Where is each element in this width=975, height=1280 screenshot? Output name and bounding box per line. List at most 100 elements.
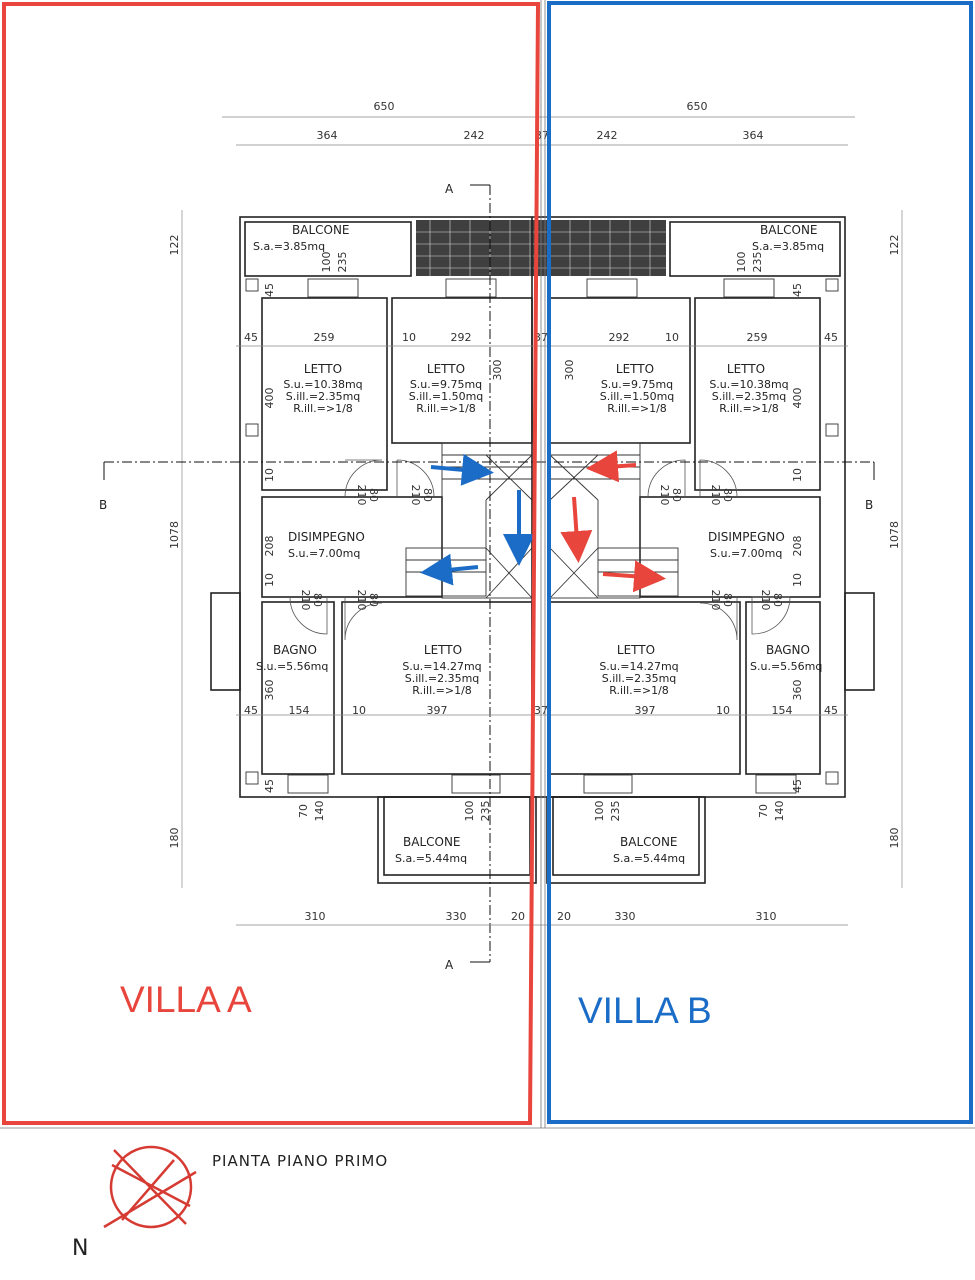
dim-100-b: 100 [735,252,748,273]
dim-235-d: 235 [609,801,622,822]
room-letto-3-a-name: LETTO [424,643,462,657]
dim-140-a: 140 [313,801,326,822]
dim-right-180: 180 [888,828,901,849]
room-letto-2-b-su: S.u.=9.75mq [601,378,673,391]
dim-bottom-310-a: 310 [305,910,326,923]
dim-10-e: 10 [263,468,276,482]
dim-100-a: 100 [320,252,333,273]
villa-a-label: VILLA A [120,979,252,1020]
room-balcone-top-b-area: S.a.=3.85mq [752,240,824,253]
dim-210-b: 210 [409,485,422,506]
dim-45-bl: 45 [244,704,258,717]
room-bagno-b-name: BAGNO [766,643,810,657]
dim-208-a: 208 [263,536,276,557]
villa-b-boundary [547,1,973,1124]
dim-top-364-b: 364 [743,129,764,142]
room-letto-1-a-name: LETTO [304,362,342,376]
dim-140-b: 140 [773,801,786,822]
room-balcone-top-b-name: BALCONE [760,223,818,237]
room-balcone-bottom-b-name: BALCONE [620,835,678,849]
dim-45-tl: 45 [244,331,258,344]
dim-400-a: 400 [263,388,276,409]
side-dimensions: 122 1078 180 122 1078 180 [168,210,903,888]
bottom-dimensions: 310 330 20 20 330 310 [236,910,848,926]
dim-45-tr: 45 [824,331,838,344]
dim-top-242-b: 242 [597,129,618,142]
red-arrow-2 [560,496,593,563]
room-letto-2-a-sill: S.ill.=1.50mq [409,390,484,403]
room-letto-1-b-sill: S.ill.=2.35mq [712,390,787,403]
dim-80-e: 80 [311,593,324,607]
dim-bottom-20-a: 20 [511,910,525,923]
dim-292-a: 292 [451,331,472,344]
section-a-top-label: A [445,182,454,196]
room-letto-2-a-rill: R.ill.=>1/8 [416,402,476,415]
dim-360-b: 360 [791,680,804,701]
dim-10-a: 10 [402,331,416,344]
dim-397-a: 397 [427,704,448,717]
room-letto-1-a-rill: R.ill.=>1/8 [293,402,353,415]
dim-45-br: 45 [824,704,838,717]
dim-10-b: 10 [665,331,679,344]
dim-259-b: 259 [747,331,768,344]
dim-left-180: 180 [168,828,181,849]
room-disimpegno-b-su: S.u.=7.00mq [710,547,782,560]
room-balcone-bottom-a-name: BALCONE [403,835,461,849]
room-balcone-top-a-area: S.a.=3.85mq [253,240,325,253]
dim-80-c: 80 [670,488,683,502]
room-letto-2-a-name: LETTO [427,362,465,376]
room-letto-3-a-rill: R.ill.=>1/8 [412,684,472,697]
dim-154-a: 154 [289,704,310,717]
dim-210-g: 210 [709,590,722,611]
section-b-right-label: B [865,498,873,512]
dim-80-d: 80 [721,488,734,502]
room-letto-2-a-su: S.u.=9.75mq [410,378,482,391]
dim-10-f: 10 [791,468,804,482]
top-dimensions: 650 650 364 242 37 242 364 [222,100,855,146]
dim-80-f: 80 [367,593,380,607]
north-label: N [72,1236,88,1261]
red-arrow-1 [586,450,637,483]
room-letto-2-b-rill: R.ill.=>1/8 [607,402,667,415]
dim-210-f: 210 [355,590,368,611]
section-a-bottom-label: A [445,958,454,972]
dim-360-a: 360 [263,680,276,701]
room-letto-1-b-name: LETTO [727,362,765,376]
dim-left-122: 122 [168,235,181,256]
dim-70-a: 70 [297,804,310,818]
dim-bottom-330-b: 330 [615,910,636,923]
dim-45-r2: 45 [791,779,804,793]
dim-bottom-20-b: 20 [557,910,571,923]
section-b-left-label: B [99,498,107,512]
dim-top-650-b: 650 [687,100,708,113]
room-disimpegno-a-su: S.u.=7.00mq [288,547,360,560]
dim-210-a: 210 [355,485,368,506]
room-balcone-top-a-name: BALCONE [292,223,350,237]
circulation-arrows [420,450,666,593]
dim-235-a: 235 [336,252,349,273]
room-letto-3-b-name: LETTO [617,643,655,657]
dim-bottom-330-a: 330 [446,910,467,923]
dim-10-c: 10 [352,704,366,717]
dim-210-c: 210 [658,485,671,506]
dim-top-650-a: 650 [374,100,395,113]
section-lines: A A B B [99,182,875,972]
room-letto-2-b-name: LETTO [616,362,654,376]
dim-235-c: 235 [479,801,492,822]
dim-100-c: 100 [463,801,476,822]
dim-208-b: 208 [791,536,804,557]
room-letto-1-b-su: S.u.=10.38mq [709,378,788,391]
room-labels: BALCONE S.a.=3.85mq BALCONE S.a.=3.85mq … [253,223,824,865]
red-arrow-3 [602,560,666,593]
room-letto-1-a-sill: S.ill.=2.35mq [286,390,361,403]
blue-arrow-1 [430,453,494,486]
dim-210-d: 210 [709,485,722,506]
dim-45-l2: 45 [263,779,276,793]
room-bagno-a-su: S.u.=5.56mq [256,660,328,673]
dim-80-h: 80 [771,593,784,607]
room-balcone-bottom-b-area: S.a.=5.44mq [613,852,685,865]
dim-bottom-310-b: 310 [756,910,777,923]
room-letto-3-b-su: S.u.=14.27mq [599,660,678,673]
drawing-title: PIANTA PIANO PRIMO [212,1152,388,1170]
